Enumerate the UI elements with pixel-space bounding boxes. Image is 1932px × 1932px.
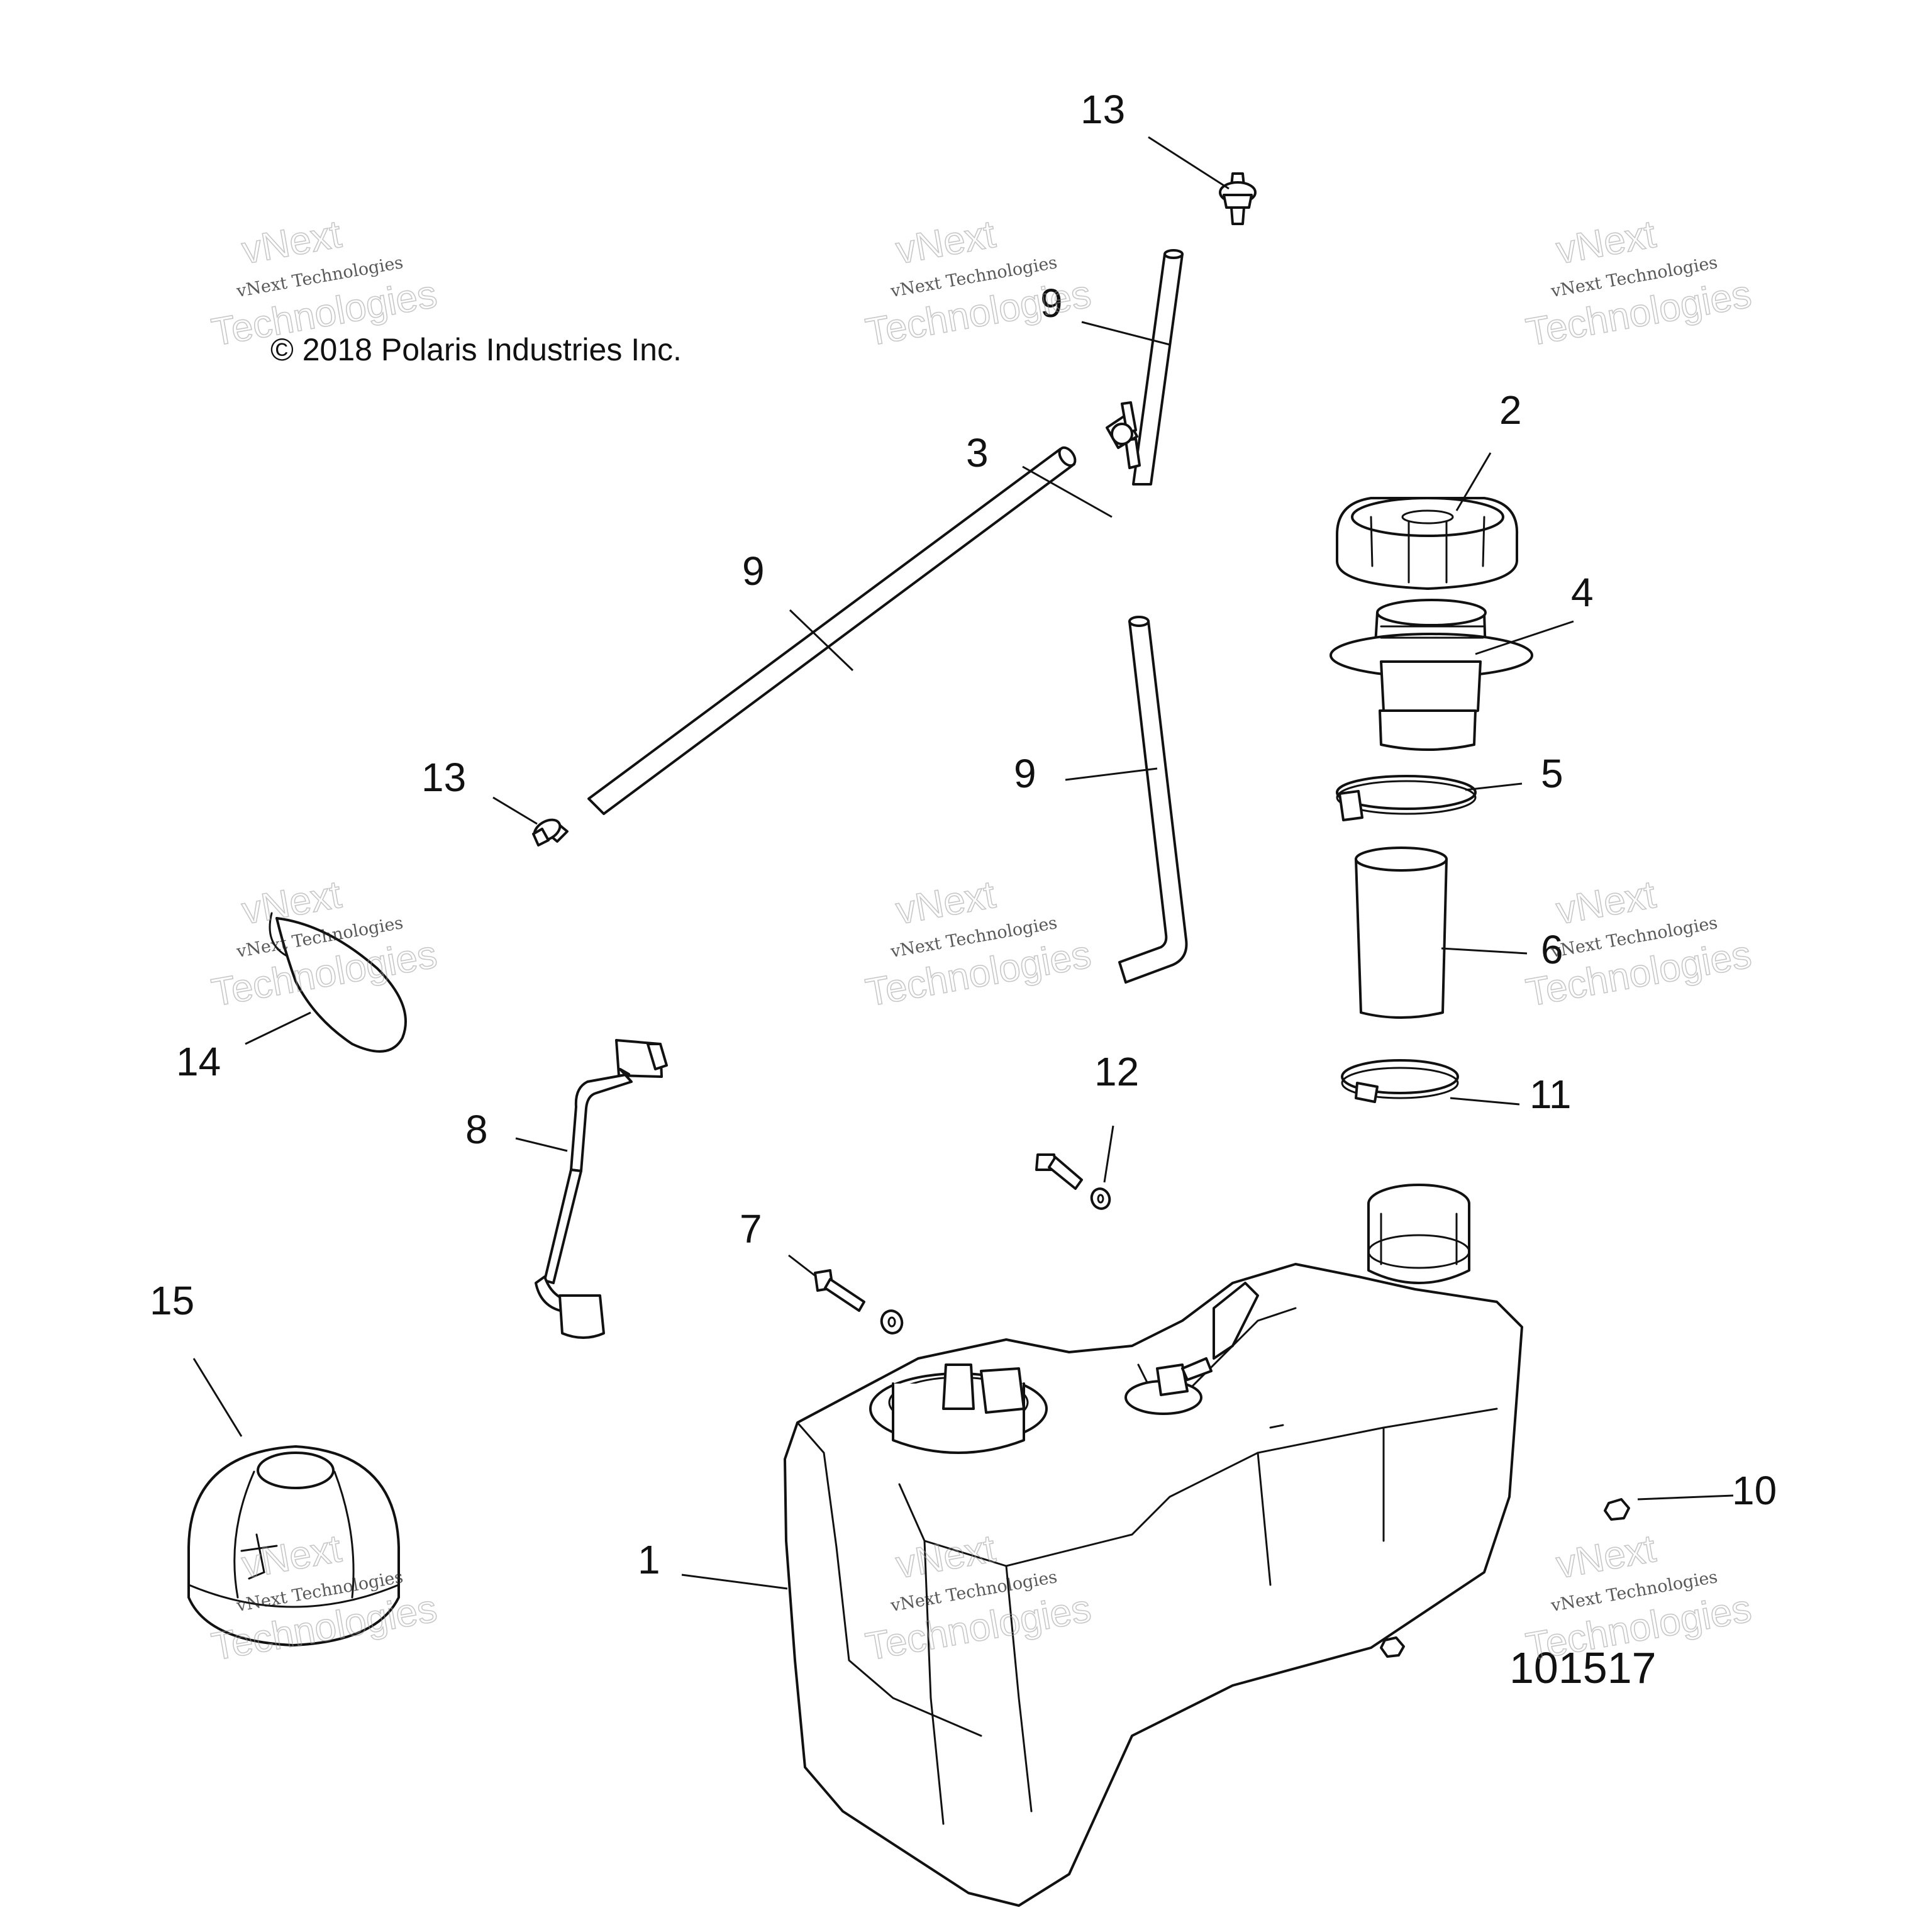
leader-8	[515, 1137, 568, 1152]
watermark-vnext-text: vNext	[1553, 213, 1659, 272]
part-9-vent-hose-lower	[1118, 620, 1188, 984]
leader-3	[1022, 465, 1113, 518]
leader-1	[681, 1574, 788, 1590]
part-4-filler-neck	[1330, 599, 1533, 751]
watermark-vnext-text: vNext	[893, 873, 999, 933]
watermark-bottom-right: vNext vNext Technologies Technologies	[1523, 1526, 1755, 1669]
part-10-nut	[1380, 1498, 1630, 1658]
leader-9-lower	[1065, 767, 1158, 781]
watermark-vnext-text: vNext	[1553, 1527, 1659, 1587]
callout-4: 4	[1571, 570, 1594, 615]
callout-13-left: 13	[421, 755, 466, 800]
callout-5: 5	[1541, 751, 1563, 796]
part-13-vent-valve-top	[1219, 172, 1257, 225]
part-15-dome-cover	[187, 1445, 400, 1646]
watermark-vnext-text: vNext	[1553, 873, 1659, 933]
callout-8: 8	[465, 1107, 488, 1152]
watermark-top-center: vNext vNext Technologies Technologies	[862, 212, 1095, 355]
watermark-top-left: vNext vNext Technologies Technologies	[208, 212, 441, 355]
leader-13-left	[492, 796, 538, 825]
leader-9-long	[789, 609, 854, 672]
callout-11: 11	[1530, 1072, 1571, 1117]
leader-9-top	[1081, 321, 1170, 346]
part-1-fuel-tank	[784, 1184, 1523, 1907]
watermark-vnext-text: vNext	[239, 213, 345, 272]
watermark-vnext-text: vNext	[239, 873, 345, 933]
part-2-fuel-cap	[1336, 497, 1519, 590]
callout-7: 7	[740, 1206, 762, 1252]
watermark-vnext-text: vNext	[893, 213, 999, 272]
callout-2: 2	[1499, 387, 1522, 433]
watermark-middle-center: vNext vNext Technologies Technologies	[862, 872, 1095, 1015]
callout-6: 6	[1541, 927, 1563, 972]
part-13-vent-valve-left	[532, 818, 569, 847]
callout-9-top: 9	[1040, 280, 1063, 326]
part-9-vent-hose-upper	[1132, 253, 1184, 486]
callout-14: 14	[176, 1039, 221, 1084]
leader-2	[1455, 452, 1492, 511]
leader-7	[788, 1254, 817, 1278]
leader-14	[245, 1011, 311, 1045]
callout-12: 12	[1094, 1049, 1139, 1094]
leader-11	[1450, 1097, 1520, 1106]
callout-13-top: 13	[1080, 87, 1125, 132]
part-5-hose-clamp	[1336, 775, 1477, 821]
leader-15	[192, 1358, 243, 1437]
copyright-text: © 2018 Polaris Industries Inc.	[270, 332, 682, 367]
watermark-middle-left: vNext vNext Technologies Technologies	[208, 872, 441, 1015]
leader-6	[1441, 947, 1528, 955]
callout-1: 1	[638, 1537, 660, 1582]
callout-numbers: 13 9 3 9 13 9 2 4 5 6 11 14 8 12 7 15 10…	[150, 87, 1777, 1582]
leader-lines	[192, 136, 1734, 1590]
part-11-clamp	[1341, 1059, 1459, 1103]
leader-12	[1103, 1125, 1114, 1183]
leader-13-top	[1148, 136, 1230, 190]
callout-3: 3	[966, 430, 989, 475]
callout-15: 15	[150, 1278, 194, 1323]
part-12-bolt-washer	[1035, 1153, 1111, 1210]
callout-9-long: 9	[742, 548, 765, 594]
part-9-vent-hose-long	[587, 448, 1075, 815]
part-8-fuel-line	[535, 1039, 668, 1339]
leader-10	[1637, 1494, 1734, 1501]
watermark-top-right: vNext vNext Technologies Technologies	[1523, 212, 1755, 355]
part-7-bolt-washer	[814, 1269, 904, 1335]
part-3-tee-fitting	[1106, 401, 1141, 469]
watermark-bottom-center: vNext vNext Technologies Technologies	[862, 1526, 1095, 1669]
callout-9-lower: 9	[1014, 751, 1036, 796]
part-14-strap	[269, 912, 407, 1053]
leader-4	[1475, 620, 1574, 655]
callout-10: 10	[1732, 1468, 1777, 1513]
leader-5	[1465, 782, 1523, 791]
part-6-filler-hose	[1355, 847, 1448, 1019]
drawing-number: 101517	[1509, 1643, 1657, 1692]
